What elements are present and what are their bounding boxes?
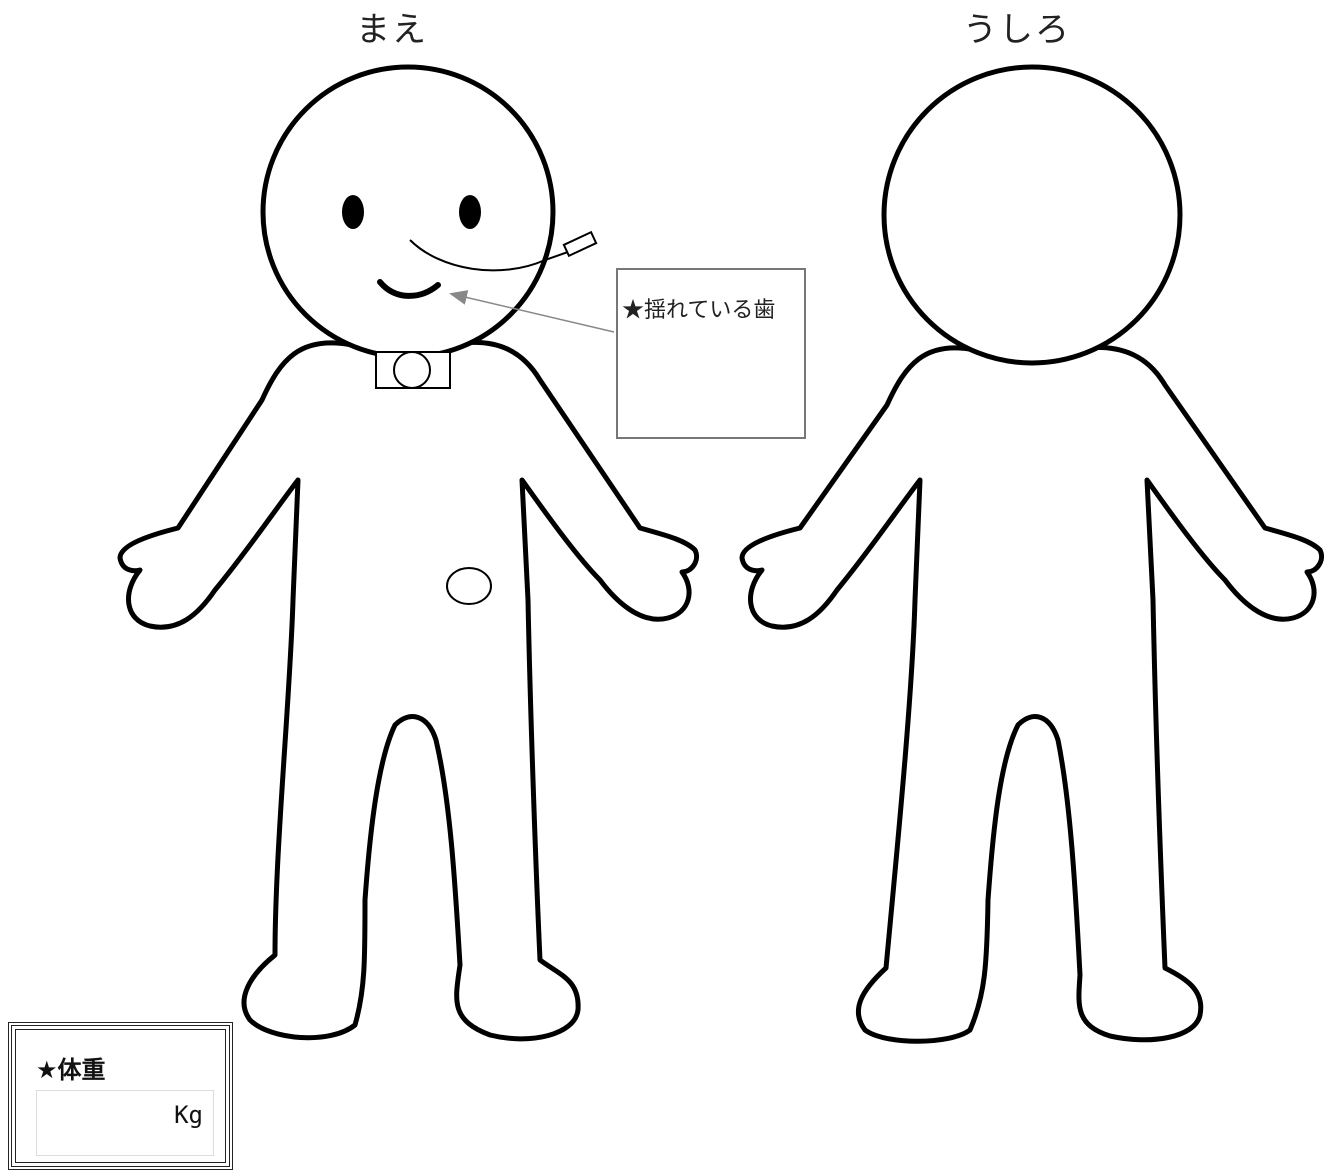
front-figure[interactable] xyxy=(120,67,697,1039)
thermometer-tip xyxy=(564,232,596,256)
tooth-note-box[interactable]: ★揺れている歯 xyxy=(616,268,806,439)
front-view-label: まえ xyxy=(356,2,428,51)
neck-marker-circle[interactable] xyxy=(394,352,430,388)
front-left-eye xyxy=(342,195,364,229)
tooth-note-label: ★揺れている歯 xyxy=(622,292,775,324)
weight-unit-label: Kg xyxy=(174,1101,203,1129)
back-head[interactable] xyxy=(884,67,1180,363)
back-figure[interactable] xyxy=(742,67,1322,1041)
navel-marker[interactable] xyxy=(447,568,491,604)
front-body-outline[interactable] xyxy=(120,342,697,1038)
front-right-eye xyxy=(459,195,481,229)
front-head[interactable] xyxy=(263,67,553,357)
back-view-label: うしろ xyxy=(963,2,1071,51)
weight-label: ★体重 xyxy=(36,1050,106,1085)
weight-box: ★体重 Kg xyxy=(8,1022,233,1170)
weight-input-field[interactable]: Kg xyxy=(36,1090,214,1156)
back-body-outline[interactable] xyxy=(742,347,1322,1041)
